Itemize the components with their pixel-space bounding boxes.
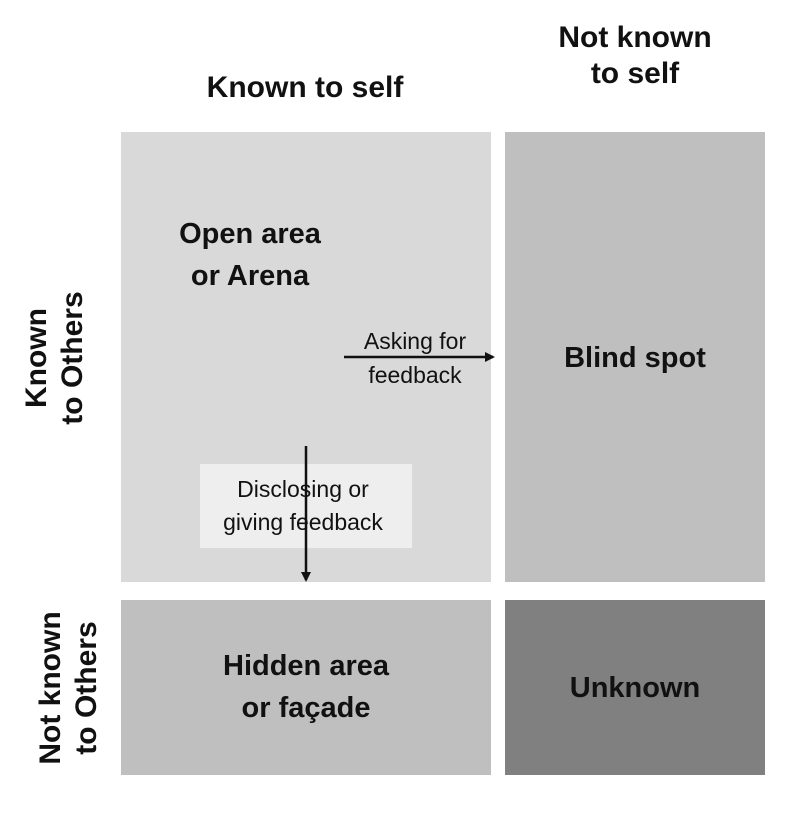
- unknown-label: Unknown: [569, 672, 701, 704]
- column-header-not-known-to-self: Not known to self: [558, 21, 712, 90]
- disclosing-label: Disclosing or giving feedback: [223, 476, 383, 535]
- blind-spot-label: Blind spot: [564, 342, 706, 374]
- asking-feedback-label: Asking for feedback: [363, 328, 467, 388]
- hidden-area-label: Hidden area or façade: [223, 650, 389, 724]
- unknown-quadrant: [505, 600, 765, 775]
- hidden-area-quadrant: [121, 600, 491, 775]
- blind-spot-quadrant: [505, 132, 765, 582]
- column-header-known-to-self: Known to self: [206, 71, 404, 104]
- open-area-label: Open area or Arena: [179, 218, 321, 292]
